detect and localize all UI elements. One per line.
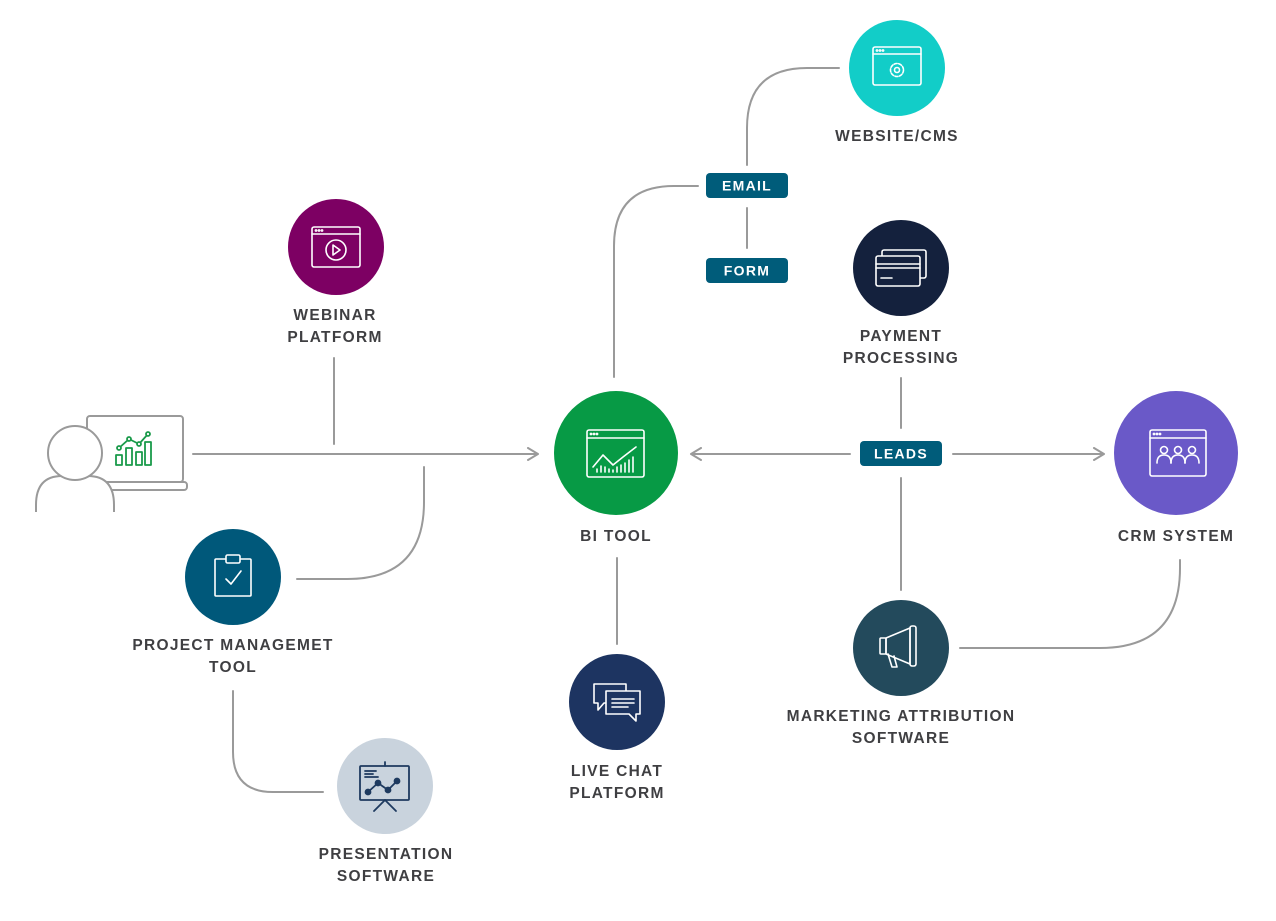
people-browser-icon [1149, 429, 1207, 477]
node-label: PRESENTATION [319, 846, 454, 863]
chat-bubbles-icon [593, 683, 641, 722]
node-label-line2: PLATFORM [287, 329, 382, 346]
node-label: PAYMENT [860, 328, 942, 345]
connector-presentation [232, 690, 324, 793]
tag-label: LEADS [874, 446, 928, 462]
node-label-line2: PLATFORM [569, 785, 664, 802]
node-marketing-attribution-software[interactable]: MARKETING ATTRIBUTION SOFTWARE [787, 600, 1016, 747]
video-play-icon [311, 226, 361, 268]
node-label-line2: TOOL [209, 659, 257, 676]
tag-leads[interactable]: LEADS [860, 441, 942, 466]
tag-email[interactable]: EMAIL [706, 173, 788, 198]
tag-label: FORM [724, 263, 770, 279]
node-circle [853, 600, 949, 696]
node-label: CRM SYSTEM [1118, 528, 1234, 545]
node-label-line2: SOFTWARE [337, 868, 435, 885]
tag-bg [706, 258, 788, 283]
node-label: BI TOOL [580, 528, 652, 545]
node-project-management-tool[interactable]: PROJECT MANAGEMET TOOL [132, 529, 333, 676]
node-label-line2: SOFTWARE [852, 730, 950, 747]
tag-label: EMAIL [722, 178, 772, 194]
node-website-cms[interactable]: WEBSITE/CMS [835, 20, 959, 145]
line-chart-icon [586, 429, 645, 478]
connector-marketing-to-crm [959, 559, 1181, 649]
clipboard-check-icon [214, 554, 252, 597]
gear-browser-icon [872, 46, 922, 86]
presentation-board-icon [359, 761, 410, 812]
growth-chart-icon [115, 431, 152, 466]
node-label: WEBINAR [293, 307, 376, 324]
node-webinar-platform[interactable]: WEBINAR PLATFORM [287, 199, 384, 346]
tag-bg [860, 441, 942, 466]
megaphone-icon [879, 625, 917, 668]
node-label: LIVE CHAT [571, 763, 663, 780]
tag-form[interactable]: FORM [706, 258, 788, 283]
node-payment-processing[interactable]: PAYMENT PROCESSING [843, 220, 959, 367]
node-circle [554, 391, 678, 515]
node-label: MARKETING ATTRIBUTION [787, 708, 1016, 725]
node-label: PROJECT MANAGEMET [132, 637, 333, 654]
connector-bi-to-email [613, 185, 699, 378]
node-circle [185, 529, 281, 625]
user-laptop-icon [35, 415, 188, 512]
credit-card-icon [875, 249, 927, 287]
node-crm-system[interactable]: CRM SYSTEM [1114, 391, 1238, 545]
connector-email-to-website [746, 67, 840, 166]
node-bi-tool[interactable]: BI TOOL [554, 391, 678, 545]
connectors [192, 67, 1181, 793]
node-label: WEBSITE/CMS [835, 128, 959, 145]
connector-project [296, 466, 425, 580]
node-circle [337, 738, 433, 834]
node-live-chat-platform[interactable]: LIVE CHAT PLATFORM [569, 654, 665, 802]
tag-bg [706, 173, 788, 198]
node-presentation-software[interactable]: PRESENTATION SOFTWARE [319, 738, 454, 885]
node-label-line2: PROCESSING [843, 350, 959, 367]
